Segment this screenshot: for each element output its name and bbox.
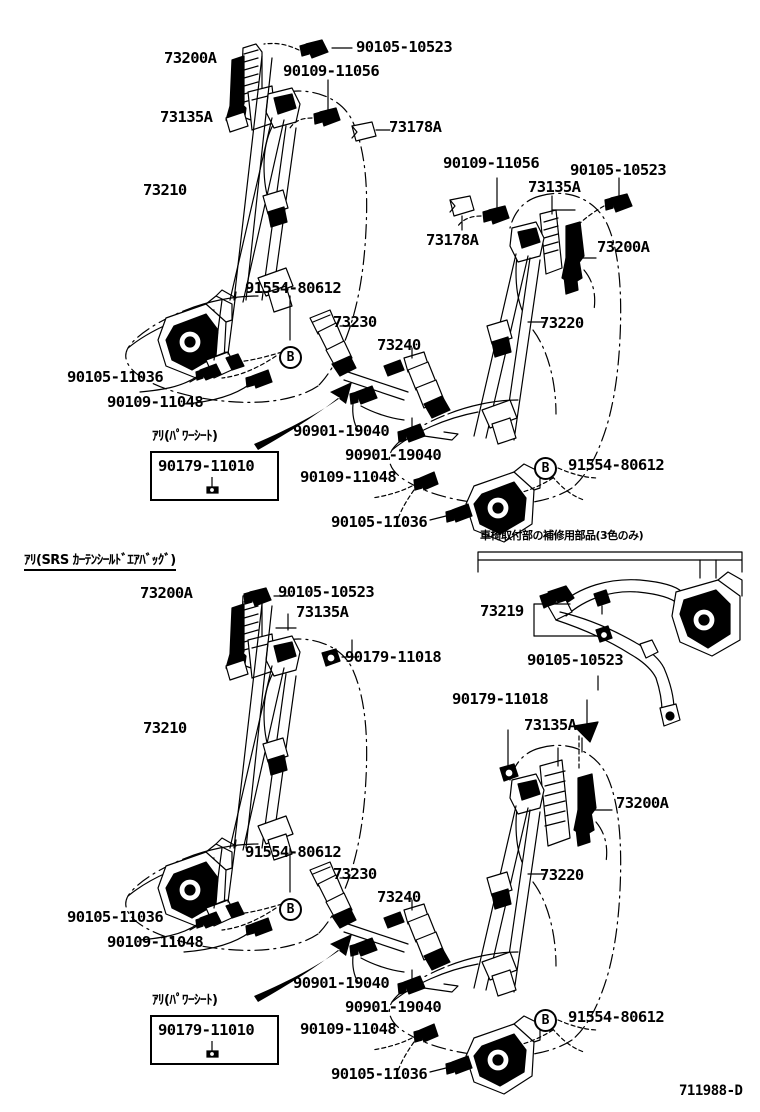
part-label-90109-11056-r[interactable]: 90109-11056 <box>443 154 540 172</box>
part-label-90109-11048-br[interactable]: 90109-11048 <box>300 1020 397 1038</box>
part-label-90105-10523[interactable]: 90105-10523 <box>356 38 453 56</box>
power-seat-note-bolt-icon <box>206 477 219 494</box>
circle-marker-b-r: B <box>534 457 557 480</box>
power-seat-note-caption-b: ｱﾘ(ﾊﾟﾜｰｼｰﾄ) <box>152 993 218 1008</box>
part-label-73135a-b[interactable]: 73135A <box>296 603 349 621</box>
part-label-73135a-br[interactable]: 73135A <box>524 716 577 734</box>
part-label-73220[interactable]: 73220 <box>540 314 584 332</box>
circle-marker-b: B <box>279 346 302 369</box>
part-label-91554-80612-br[interactable]: 91554-80612 <box>568 1008 665 1026</box>
part-label-90105-10523-b[interactable]: 90105-10523 <box>278 583 375 601</box>
part-label-73240[interactable]: 73240 <box>377 336 421 354</box>
part-label-91554-80612[interactable]: 91554-80612 <box>245 279 342 297</box>
part-label-90179-11018-br[interactable]: 90179-11018 <box>452 690 549 708</box>
part-label-73210-b[interactable]: 73210 <box>143 719 187 737</box>
part-label-90179-11018-b[interactable]: 90179-11018 <box>345 648 442 666</box>
part-label-73210[interactable]: 73210 <box>143 181 187 199</box>
part-label-73220-b[interactable]: 73220 <box>540 866 584 884</box>
part-label-90105-11036-b[interactable]: 90105-11036 <box>67 908 164 926</box>
part-label-73200a-br[interactable]: 73200A <box>616 794 669 812</box>
part-label-90901-19040-a[interactable]: 90901-19040 <box>293 422 390 440</box>
power-seat-note-box <box>150 451 279 501</box>
part-label-90105-11036[interactable]: 90105-11036 <box>67 368 164 386</box>
part-label-90109-11048[interactable]: 90109-11048 <box>107 393 204 411</box>
part-label-90109-11048-r[interactable]: 90109-11048 <box>300 468 397 486</box>
part-label-73178a[interactable]: 73178A <box>389 118 442 136</box>
srs-curtain-airbag-caption: ｱﾘ(SRS ｶｰﾃﾝｼｰﾙﾄﾞｴｱﾊﾞｯｸﾞ) <box>24 554 176 571</box>
part-label-73230-b[interactable]: 73230 <box>333 865 377 883</box>
part-label-90179-11010[interactable]: 90179-11010 <box>158 457 255 475</box>
part-label-90901-19040-ab[interactable]: 90901-19040 <box>293 974 390 992</box>
part-label-90105-11036-r[interactable]: 90105-11036 <box>331 513 428 531</box>
part-label-90109-11056[interactable]: 90109-11056 <box>283 62 380 80</box>
diagram-footer-code: 711988-D <box>679 1083 743 1099</box>
part-label-73178a-r[interactable]: 73178A <box>426 231 479 249</box>
power-seat-note-bolt-icon-b <box>206 1041 219 1058</box>
power-seat-note-box-b <box>150 1015 279 1065</box>
power-seat-note-caption: ｱﾘ(ﾊﾟﾜｰｼｰﾄ) <box>152 429 218 444</box>
part-label-90109-11048-b[interactable]: 90109-11048 <box>107 933 204 951</box>
part-label-73200a-r[interactable]: 73200A <box>597 238 650 256</box>
wheelchair-anchor-note: 車椅取付部の補修用部品(3色のみ) <box>480 529 644 542</box>
circle-marker-b-br: B <box>534 1009 557 1032</box>
part-label-73219[interactable]: 73219 <box>480 602 524 620</box>
circle-marker-b-b: B <box>279 898 302 921</box>
part-label-73230[interactable]: 73230 <box>333 313 377 331</box>
part-label-90179-11010-b[interactable]: 90179-11010 <box>158 1021 255 1039</box>
part-label-90105-10523-r[interactable]: 90105-10523 <box>570 161 667 179</box>
part-label-90105-11036-br[interactable]: 90105-11036 <box>331 1065 428 1083</box>
part-label-90901-19040-bb[interactable]: 90901-19040 <box>345 998 442 1016</box>
part-label-91554-80612-r[interactable]: 91554-80612 <box>568 456 665 474</box>
part-label-90105-10523-inset[interactable]: 90105-10523 <box>527 651 624 669</box>
part-label-73200a-b[interactable]: 73200A <box>140 584 193 602</box>
part-label-91554-80612-b[interactable]: 91554-80612 <box>245 843 342 861</box>
part-label-90901-19040-b[interactable]: 90901-19040 <box>345 446 442 464</box>
part-label-73135a[interactable]: 73135A <box>160 108 213 126</box>
part-label-73135a-r[interactable]: 73135A <box>528 178 581 196</box>
part-label-73240-b[interactable]: 73240 <box>377 888 421 906</box>
part-label-73200a[interactable]: 73200A <box>164 49 217 67</box>
